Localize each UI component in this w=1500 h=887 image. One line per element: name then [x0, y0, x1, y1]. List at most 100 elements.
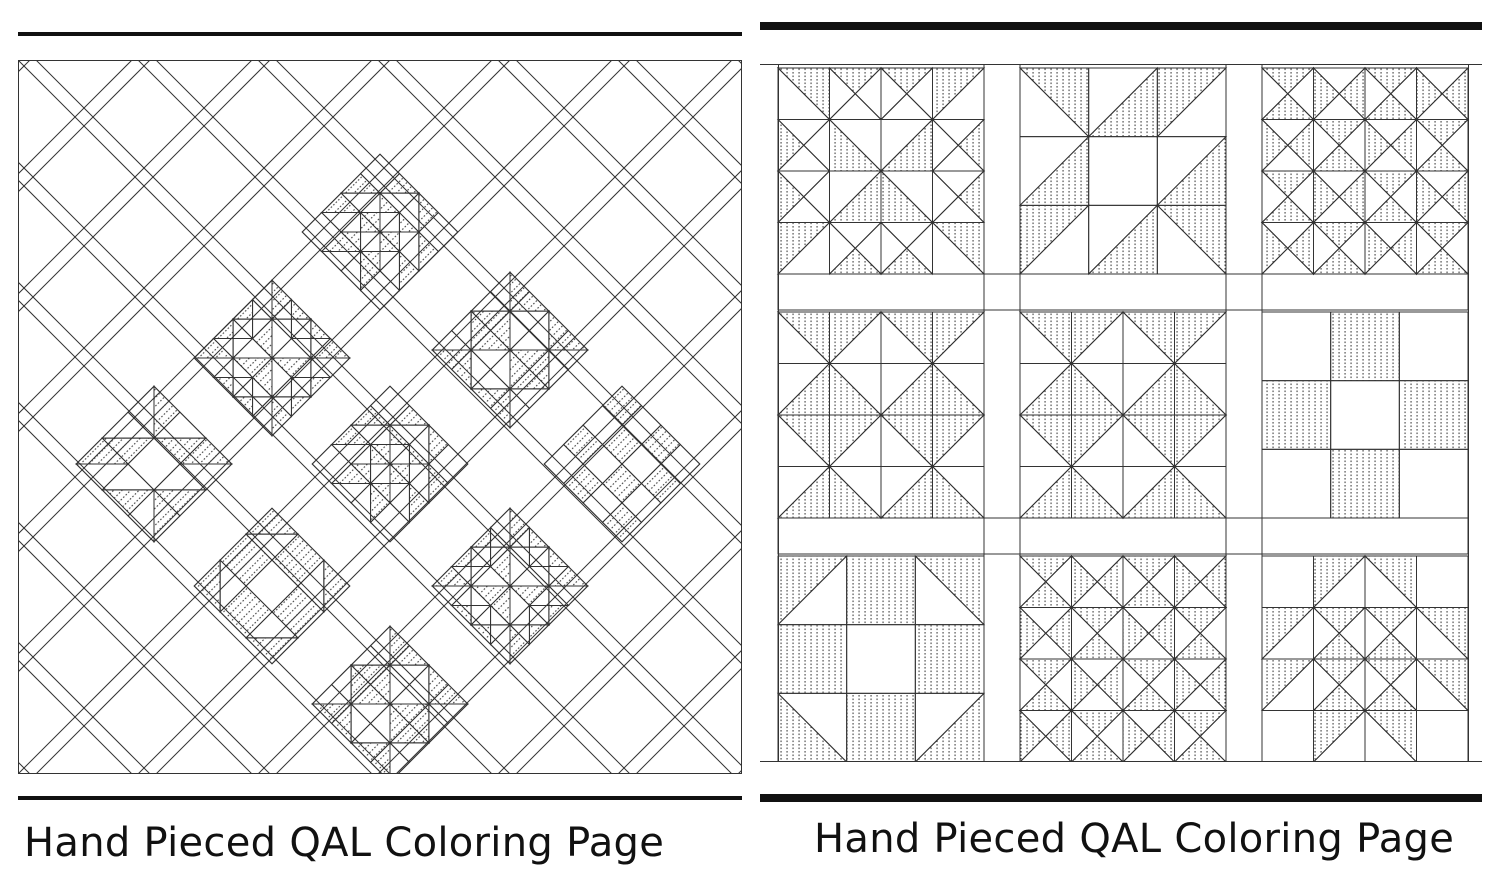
plain-square: [1261, 555, 1314, 608]
qst-piece: [1364, 66, 1392, 121]
hst-piece: [1174, 465, 1228, 519]
qst-piece: [1363, 196, 1418, 223]
qst-piece: [1174, 657, 1201, 712]
qst-piece: [1174, 709, 1201, 762]
sashing-line: [18, 419, 373, 774]
patch-square: [1330, 448, 1400, 519]
hst-piece: [829, 362, 883, 416]
sashing-line: [18, 161, 631, 774]
hst-piece: [1071, 362, 1125, 416]
qst-piece: [1363, 170, 1418, 198]
qst-piece: [828, 222, 883, 249]
check-square: [601, 463, 643, 504]
grid-block: [1260, 554, 1470, 762]
qst-piece: [828, 247, 883, 275]
sashing-line: [617, 60, 742, 185]
qst-piece: [1096, 554, 1124, 609]
qst-piece: [1174, 554, 1201, 609]
sashing-line: [35, 67, 742, 774]
check-square: [601, 502, 643, 543]
grid-block: [776, 310, 986, 520]
sashing-line: [18, 60, 133, 175]
qst-piece: [1415, 119, 1470, 146]
qst-piece: [1364, 657, 1392, 712]
grid-block: [1261, 311, 1469, 519]
qst-piece: [1313, 606, 1340, 661]
sashing-line: [635, 60, 742, 167]
sashing-line: [617, 649, 742, 774]
qst-piece: [1313, 118, 1340, 173]
qst-piece: [879, 247, 934, 275]
hst-piece: [489, 623, 511, 665]
left-quilt-diagram: [18, 60, 742, 774]
qst-piece: [1019, 709, 1047, 762]
sashing-line: [18, 60, 511, 553]
right-bottom-rule: [760, 794, 1482, 802]
qst-piece: [369, 462, 391, 484]
qst-piece: [1415, 222, 1470, 249]
check-square: [562, 424, 604, 465]
qst-piece: [349, 443, 372, 465]
hst-piece: [828, 169, 882, 223]
hst-piece: [270, 357, 313, 379]
hst-piece: [244, 637, 300, 665]
plain-square: [1261, 710, 1314, 762]
hst-piece: [776, 465, 830, 519]
vertical-sashing: [1225, 64, 1263, 762]
hst-piece: [829, 465, 883, 519]
grid-block: [776, 66, 986, 276]
qst-piece: [1287, 221, 1314, 276]
qst-piece: [1312, 684, 1367, 711]
patch-square: [1261, 448, 1332, 519]
qst-piece: [1416, 221, 1443, 276]
patch-square: [1398, 380, 1469, 450]
qst-piece: [1260, 196, 1315, 223]
qst-piece: [231, 298, 254, 320]
hst-piece: [251, 317, 273, 360]
side-square: [914, 624, 985, 694]
qst-piece: [1121, 658, 1176, 686]
sashing-line: [18, 60, 391, 433]
patch-square: [1330, 380, 1400, 450]
qst-piece: [270, 298, 292, 320]
qst-piece: [212, 317, 234, 340]
left-top-rule: [18, 32, 742, 36]
qst-piece: [339, 211, 362, 233]
qst-piece: [310, 376, 332, 399]
sashing-line: [18, 521, 271, 774]
qst-piece: [1122, 657, 1150, 712]
right-caption: Hand Pieced QAL Coloring Page: [814, 816, 1455, 862]
qst-piece: [803, 169, 830, 224]
qst-piece: [1363, 684, 1418, 711]
hst-piece: [508, 585, 551, 607]
qst-piece: [1363, 658, 1418, 686]
grid-block: [1018, 66, 1228, 276]
check-square: [640, 463, 682, 504]
hst-piece: [776, 362, 830, 416]
qst-piece: [1071, 606, 1098, 661]
sashing-line: [18, 659, 133, 774]
qst-piece: [212, 356, 234, 378]
qst-piece: [1070, 710, 1125, 737]
hst-piece: [127, 488, 155, 543]
qst-piece: [880, 66, 908, 121]
qst-piece: [1173, 710, 1228, 737]
qst-piece: [1313, 66, 1340, 121]
qst-piece: [879, 67, 934, 95]
hst-piece: [1121, 362, 1175, 416]
qst-piece: [829, 66, 856, 121]
qst-piece: [508, 604, 530, 626]
right-top-rule: [760, 22, 1482, 30]
sashing-line: [395, 60, 742, 407]
qst-piece: [290, 356, 312, 378]
qst-piece: [1070, 632, 1125, 660]
qst-piece: [1122, 606, 1150, 661]
qst-piece: [1173, 735, 1227, 762]
center-square: [846, 624, 916, 694]
right-quilt-diagram: [760, 64, 1482, 762]
qst-piece: [1148, 709, 1175, 762]
on-point-block: [431, 271, 589, 429]
hst-piece: [932, 362, 986, 416]
qst-piece: [450, 584, 472, 606]
hst-piece: [251, 395, 273, 437]
